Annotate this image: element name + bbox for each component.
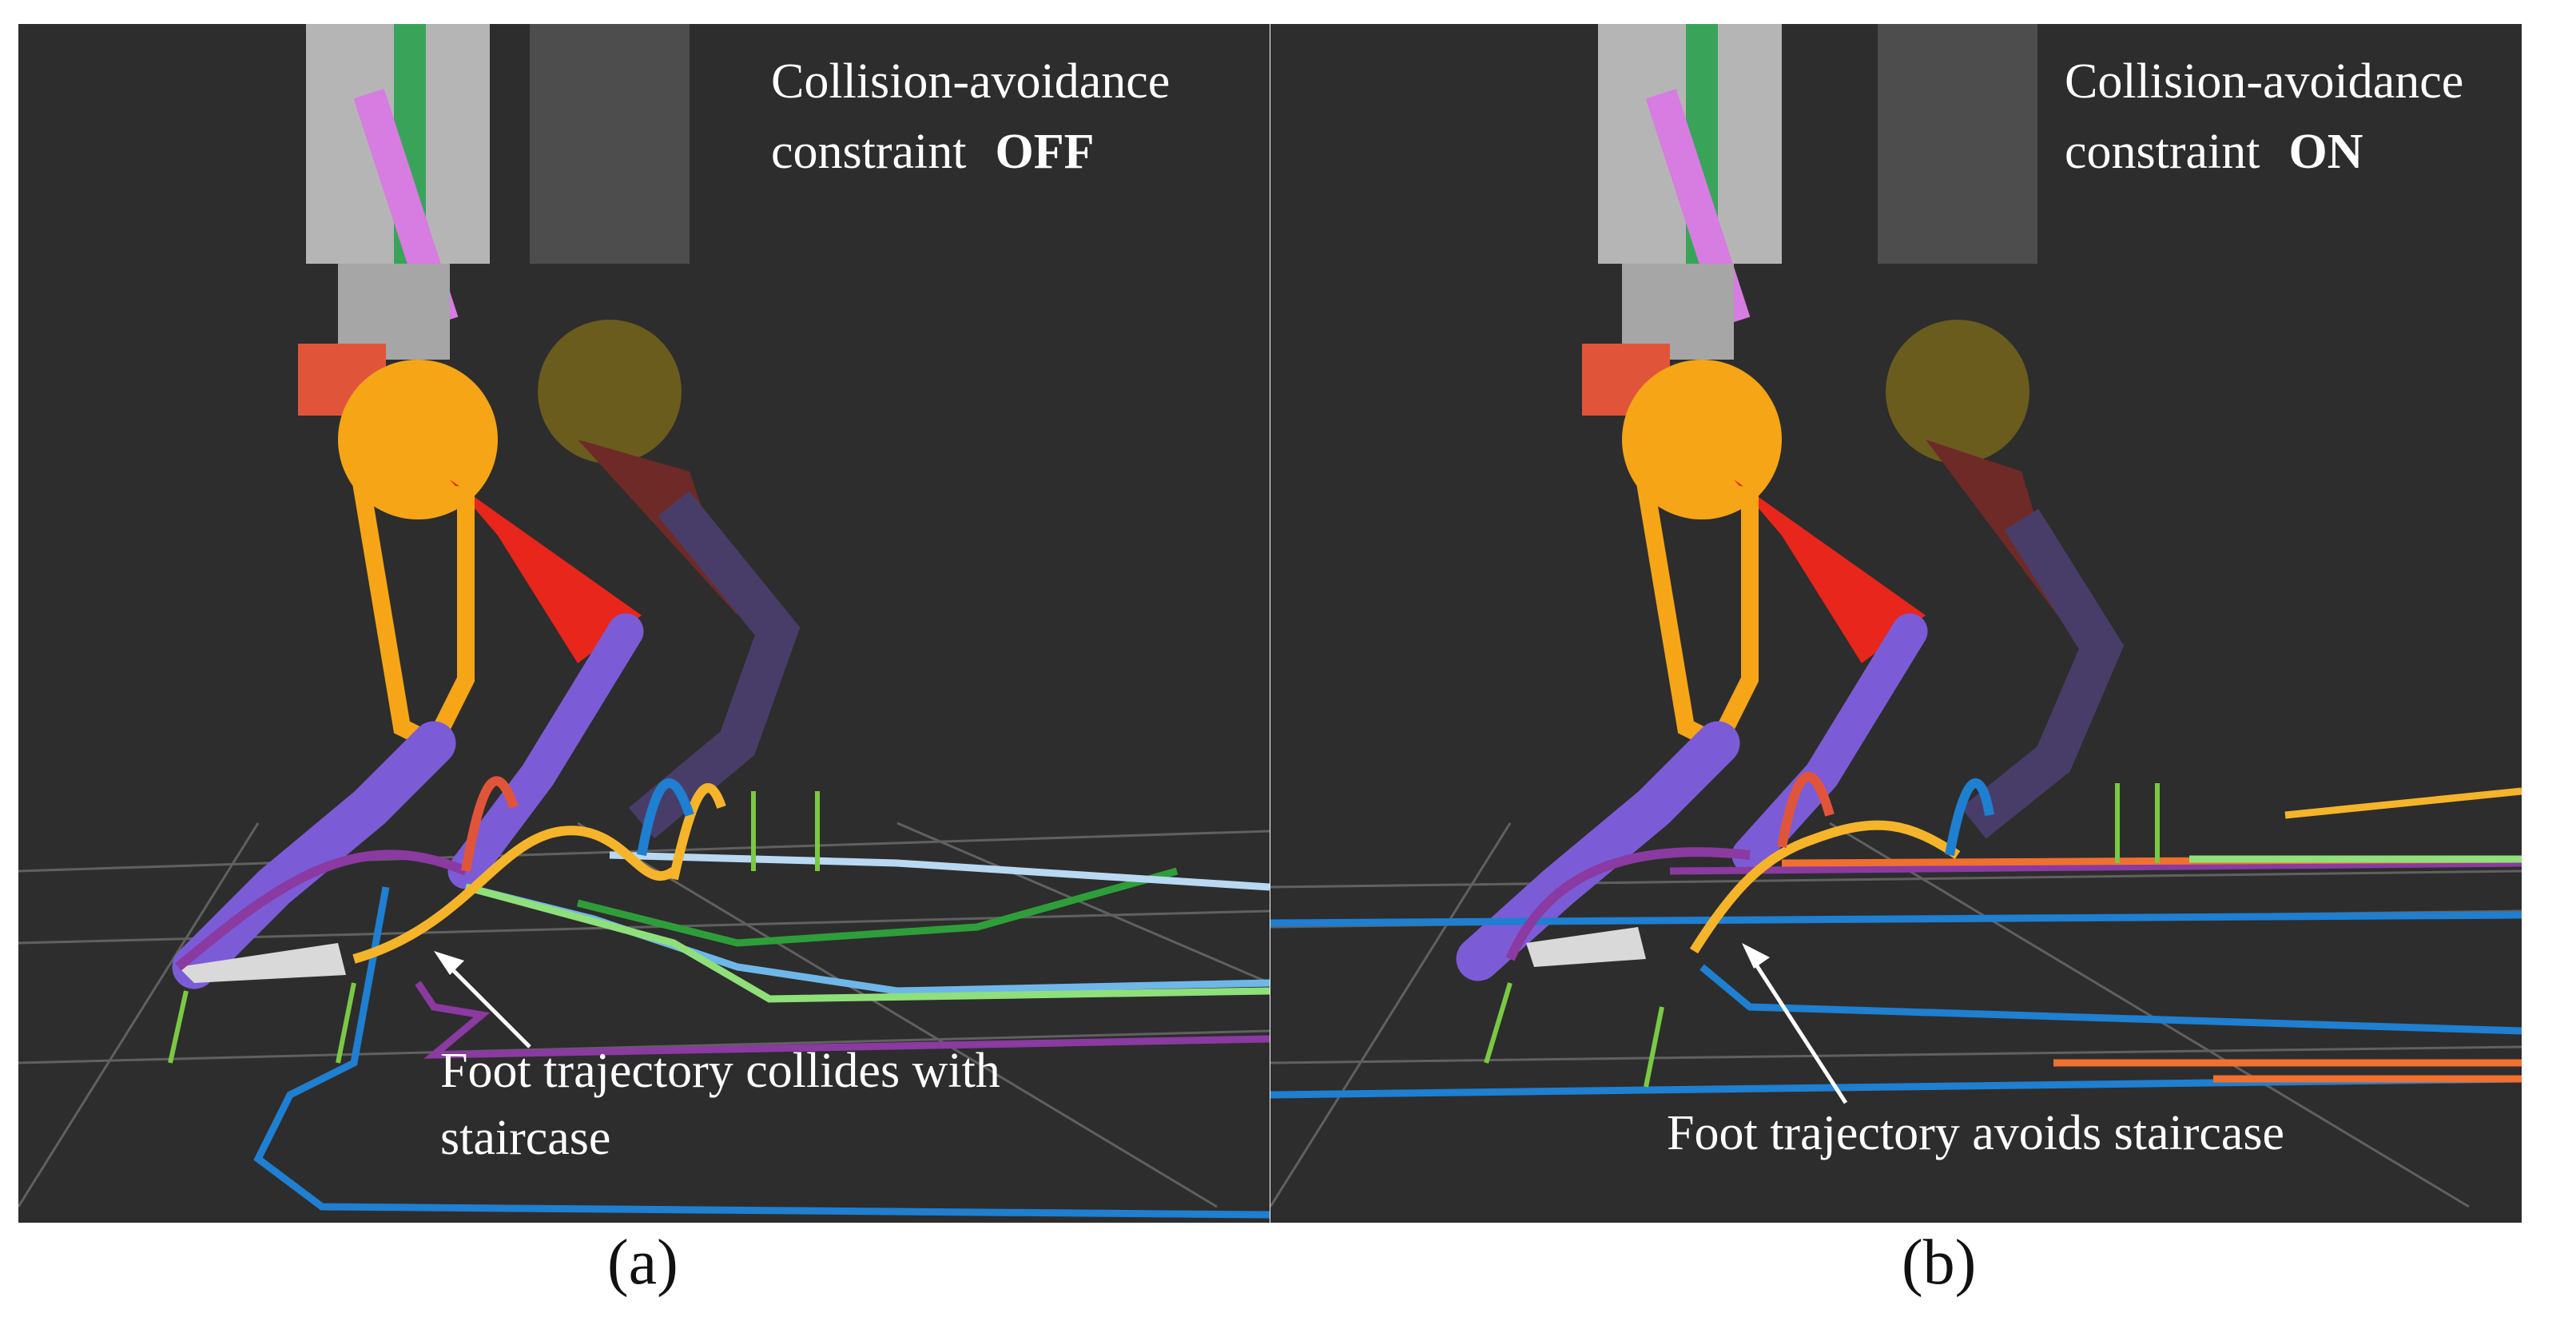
trajectory-note: Foot trajectory avoids staircase <box>1667 1100 2498 1167</box>
note-line-1: Foot trajectory avoids staircase <box>1667 1106 2285 1160</box>
annotation-arrow <box>1742 943 1848 1104</box>
note-line-2: staircase <box>440 1111 611 1165</box>
foot-trajectory <box>1505 771 1994 961</box>
staircase-edges <box>1270 787 2522 1099</box>
robot-scene-a <box>18 24 1270 1219</box>
panel-collision-off: Collision-avoidance constraint OFF Foot t… <box>18 24 1270 1223</box>
title-line-1: Collision-avoidance <box>771 54 1171 109</box>
title-line-2: constraint <box>2065 125 2260 179</box>
annotation-arrow <box>434 951 531 1048</box>
panel-collision-on: Collision-avoidance constraint ON Foot tr… <box>1270 24 2522 1223</box>
force-arrows <box>168 791 820 1064</box>
caption-b: (b) <box>1902 1228 1977 1298</box>
trajectory-note: Foot trajectory collides with staircase <box>440 1037 1159 1172</box>
title-line-2: constraint <box>771 125 967 179</box>
foot-trajectory <box>175 776 726 971</box>
constraint-state: OFF <box>995 125 1095 179</box>
title-line-1: Collision-avoidance <box>2065 54 2464 109</box>
note-line-1: Foot trajectory collides with <box>440 1044 1000 1098</box>
ghost-robot <box>530 24 801 839</box>
caption-a: (a) <box>607 1228 678 1298</box>
staircase-edges <box>253 851 1270 1219</box>
force-arrows <box>1484 783 2160 1088</box>
constraint-state: ON <box>2288 125 2363 179</box>
constraint-title: Collision-avoidance constraint OFF <box>771 46 1170 187</box>
constraint-title: Collision-avoidance constraint ON <box>2065 46 2463 187</box>
ghost-robot <box>1878 24 2125 839</box>
robot-scene-b <box>1270 24 2522 1208</box>
